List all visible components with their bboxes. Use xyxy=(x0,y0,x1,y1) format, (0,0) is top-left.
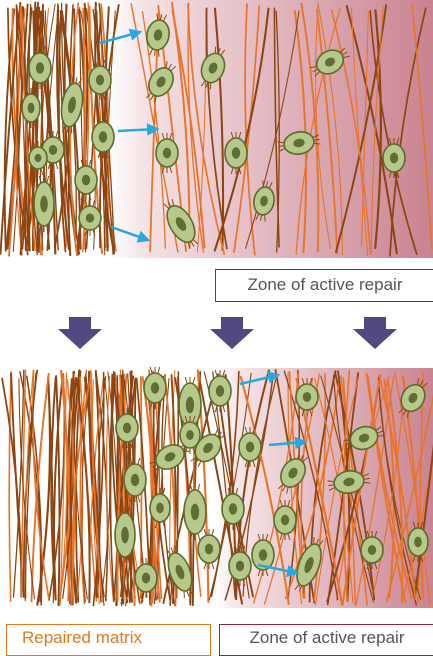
collagen-fiber xyxy=(27,376,42,605)
zone-of-active-repair-label-top: Zone of active repair xyxy=(215,269,433,302)
down-arrow-icon xyxy=(353,317,397,349)
collagen-fiber xyxy=(9,372,11,601)
chondrocyte-cell-icon xyxy=(144,367,166,409)
repaired-matrix-label: Repaired matrix xyxy=(6,624,211,656)
transition-arrows xyxy=(58,317,397,349)
down-arrow-icon xyxy=(58,317,102,349)
zone-of-active-repair-label-bottom: Zone of active repair xyxy=(219,624,433,656)
down-arrow-icon xyxy=(210,317,254,349)
